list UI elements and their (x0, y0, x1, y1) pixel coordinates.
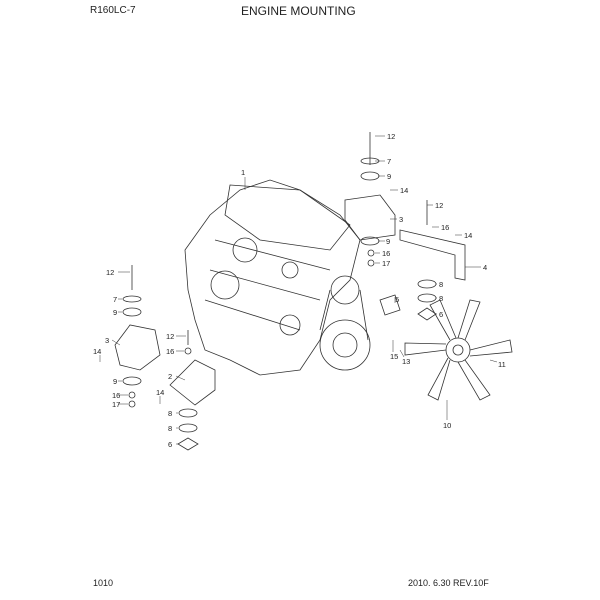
callout: 10 (443, 421, 451, 430)
callout-numbers: 1 12 7 9 14 3 9 16 17 12 16 14 4 8 8 6 5… (93, 132, 506, 449)
callout: 15 (390, 352, 398, 361)
callout: 12 (387, 132, 395, 141)
model-label: R160LC-7 (90, 5, 136, 16)
callout: 14 (464, 231, 472, 240)
callout: 9 (113, 377, 117, 386)
callout: 12 (166, 332, 174, 341)
callout: 17 (112, 400, 120, 409)
callout: 14 (156, 388, 164, 397)
callout: 11 (498, 360, 506, 369)
callout: 7 (113, 295, 117, 304)
callout: 12 (435, 201, 443, 210)
callout: 16 (382, 249, 390, 258)
callout: 12 (106, 268, 114, 277)
callout: 16 (166, 347, 174, 356)
callout: 16 (112, 391, 120, 400)
callout: 6 (168, 440, 172, 449)
callout: 1 (241, 168, 245, 177)
callout: 2 (168, 372, 172, 381)
mount-parts (114, 132, 466, 451)
callout: 17 (382, 259, 390, 268)
callout: 9 (387, 172, 391, 181)
callout: 9 (113, 308, 117, 317)
callout: 8 (439, 294, 443, 303)
callout: 14 (93, 347, 101, 356)
callout: 8 (168, 409, 172, 418)
callout: 16 (441, 223, 449, 232)
fan (404, 299, 513, 401)
callout: 9 (386, 237, 390, 246)
leader-lines (99, 135, 498, 445)
callout: 8 (168, 424, 172, 433)
callout: 4 (483, 263, 487, 272)
page-number: 1010 (93, 578, 114, 588)
callout: 3 (399, 215, 403, 224)
callout: 13 (402, 357, 410, 366)
callout: 6 (439, 310, 443, 319)
page-title: ENGINE MOUNTING (241, 4, 356, 18)
callout: 7 (387, 157, 391, 166)
callout: 14 (400, 186, 408, 195)
callout: 5 (395, 295, 399, 304)
callout: 3 (105, 336, 109, 345)
revision-date: 2010. 6.30 REV.10F (408, 578, 489, 588)
engine-block (184, 179, 371, 376)
callout: 8 (439, 280, 443, 289)
